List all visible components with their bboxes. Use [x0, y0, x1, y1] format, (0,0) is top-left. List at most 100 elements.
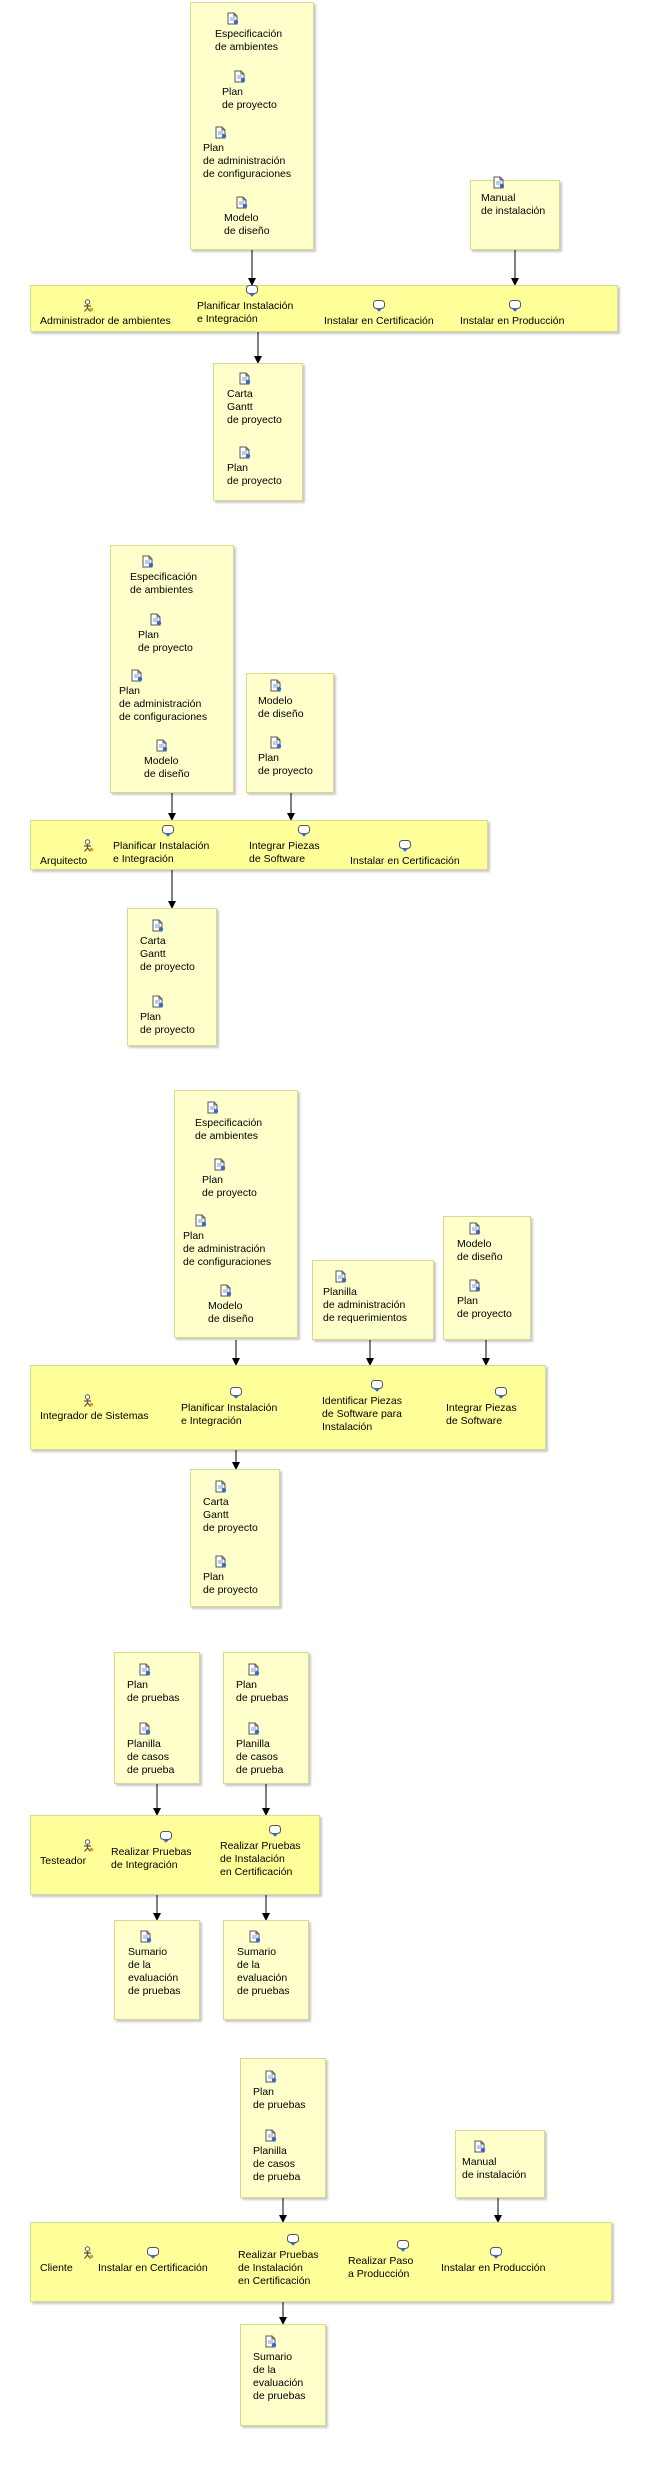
- artifact-label: Carta Gantt de proyecto: [227, 388, 282, 426]
- document-icon: [212, 1158, 227, 1171]
- document-icon: [137, 1663, 152, 1676]
- activity-icon: [396, 2239, 411, 2252]
- artifact-label: Modelo de diseño: [144, 755, 190, 780]
- task-1[interactable]: Planificar Instalación e Integración: [181, 1402, 278, 1427]
- activity-icon: [268, 1824, 283, 1837]
- task-4[interactable]: Instalar en Producción: [441, 2262, 546, 2274]
- task-2[interactable]: Realizar Pruebas de Instalación en Certi…: [220, 1840, 301, 1878]
- task-2[interactable]: Realizar Pruebas de Instalación en Certi…: [238, 2249, 319, 2287]
- document-icon: [129, 669, 144, 682]
- actor-icon: [80, 1394, 95, 1407]
- artifact-label: Especificación de ambientes: [130, 571, 198, 596]
- role-name: Arquitecto: [40, 855, 88, 867]
- artifact-label: Modelo de diseño: [224, 212, 270, 237]
- input-artifact-group: [470, 180, 560, 250]
- document-icon: [237, 446, 252, 459]
- document-icon: [268, 736, 283, 749]
- activity-icon: [508, 299, 523, 312]
- artifact-label: Plan de pruebas: [236, 1679, 289, 1704]
- task-1[interactable]: Planificar Instalación e Integración: [113, 840, 210, 865]
- role-name: Integrador de Sistemas: [40, 1410, 149, 1422]
- actor-icon: [80, 2246, 95, 2259]
- activity-icon: [297, 824, 312, 837]
- document-icon: [150, 995, 165, 1008]
- actor-icon: [80, 299, 95, 312]
- task-3[interactable]: Realizar Paso a Producción: [348, 2255, 414, 2280]
- document-icon: [467, 1279, 482, 1292]
- document-icon: [193, 1214, 208, 1227]
- task-2[interactable]: Identificar Piezas de Software para Inst…: [322, 1395, 402, 1433]
- actor-icon: [80, 839, 95, 852]
- artifact-label: Plan de proyecto: [140, 1011, 195, 1036]
- document-icon: [234, 196, 249, 209]
- activity-icon: [370, 1379, 385, 1392]
- document-icon: [213, 1555, 228, 1568]
- activity-icon: [245, 284, 260, 297]
- role-swimlane: [30, 2222, 612, 2302]
- input-artifact-group: [240, 2058, 326, 2198]
- document-icon: [491, 176, 506, 189]
- task-1[interactable]: Instalar en Certificación: [98, 2262, 208, 2274]
- activity-icon: [489, 2246, 504, 2259]
- document-icon: [263, 2335, 278, 2348]
- task-2[interactable]: Integrar Piezas de Software: [249, 840, 320, 865]
- document-icon: [247, 1930, 262, 1943]
- role-swimlane: [30, 285, 618, 332]
- artifact-label: Plan de administración de configuracione…: [183, 1230, 272, 1268]
- activity-icon: [159, 1830, 174, 1843]
- artifact-label: Especificación de ambientes: [215, 28, 283, 53]
- artifact-label: Manual de instalación: [481, 192, 546, 217]
- activity-icon: [286, 2233, 301, 2246]
- input-artifact-group: [223, 1652, 309, 1784]
- document-icon: [237, 372, 252, 385]
- document-icon: [263, 2129, 278, 2142]
- document-icon: [154, 739, 169, 752]
- actor-icon: [80, 1839, 95, 1852]
- document-icon: [225, 12, 240, 25]
- artifact-label: Plan de administración de configuracione…: [119, 685, 208, 723]
- activity-icon: [229, 1386, 244, 1399]
- task-3[interactable]: Integrar Piezas de Software: [446, 1402, 517, 1427]
- activity-icon: [161, 824, 176, 837]
- task-1[interactable]: Planificar Instalación e Integración: [197, 300, 294, 325]
- input-artifact-group: [455, 2130, 545, 2198]
- document-icon: [246, 1722, 261, 1735]
- document-icon: [213, 126, 228, 139]
- output-artifact-group: [127, 908, 217, 1046]
- artifact-label: Planilla de casos de prueba: [127, 1738, 175, 1776]
- task-1[interactable]: Realizar Pruebas de Integración: [111, 1846, 192, 1871]
- document-icon: [232, 70, 247, 83]
- artifact-label: Plan de pruebas: [127, 1679, 180, 1704]
- artifact-label: Sumario de la evaluación de pruebas: [237, 1946, 290, 1997]
- task-2[interactable]: Instalar en Certificación: [324, 315, 434, 327]
- role-name: Administrador de ambientes: [40, 315, 171, 327]
- document-icon: [467, 1222, 482, 1235]
- task-3[interactable]: Instalar en Certificación: [350, 855, 460, 867]
- input-artifact-group: [174, 1090, 298, 1338]
- artifact-label: Plan de proyecto: [258, 752, 313, 777]
- document-icon: [138, 1930, 153, 1943]
- artifact-label: Modelo de diseño: [258, 695, 304, 720]
- artifact-label: Planilla de casos de prueba: [253, 2145, 301, 2183]
- artifact-label: Plan de administración de configuracione…: [203, 142, 292, 180]
- activity-icon: [146, 2246, 161, 2259]
- document-icon: [150, 919, 165, 932]
- document-icon: [472, 2140, 487, 2153]
- output-artifact-group: [223, 1920, 309, 2020]
- artifact-label: Plan de proyecto: [222, 86, 277, 111]
- input-artifact-group: [246, 673, 334, 793]
- document-icon: [213, 1480, 228, 1493]
- artifact-label: Plan de proyecto: [138, 629, 193, 654]
- task-3[interactable]: Instalar en Producción: [460, 315, 565, 327]
- input-artifact-group: [114, 1652, 200, 1784]
- document-icon: [268, 679, 283, 692]
- artifact-label: Plan de proyecto: [202, 1174, 257, 1199]
- artifact-label: Plan de proyecto: [457, 1295, 512, 1320]
- role-swimlane: [30, 820, 488, 870]
- activity-icon: [494, 1386, 509, 1399]
- document-icon: [148, 613, 163, 626]
- document-icon: [333, 1270, 348, 1283]
- role-name: Testeador: [40, 1855, 87, 1867]
- document-icon: [205, 1101, 220, 1114]
